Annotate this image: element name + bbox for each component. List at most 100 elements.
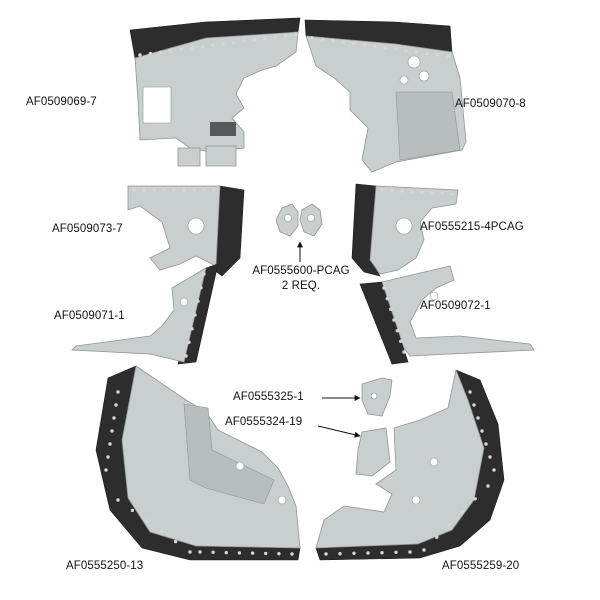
rivet xyxy=(173,539,178,544)
panel xyxy=(381,265,535,357)
label-af0555259-20: AF0555259-20 xyxy=(442,560,520,572)
rivet xyxy=(385,297,389,301)
rivet xyxy=(277,552,281,556)
rivet xyxy=(196,299,200,303)
rivet xyxy=(179,47,184,52)
rivet xyxy=(484,442,488,446)
rivet xyxy=(390,188,394,193)
hole xyxy=(395,217,413,235)
rivet xyxy=(211,550,215,554)
rivet xyxy=(394,47,398,51)
rivet xyxy=(446,54,450,58)
rivet-row xyxy=(380,188,454,196)
hole xyxy=(235,461,245,471)
rivet xyxy=(211,43,215,47)
rivet xyxy=(202,188,206,192)
hole xyxy=(399,75,409,85)
rivet xyxy=(435,535,439,539)
rivet xyxy=(152,188,156,192)
label-af0555600-pcag: AF0555600-PCAG xyxy=(252,265,350,277)
part-af0509069-7 xyxy=(129,17,301,167)
rivet xyxy=(389,307,393,311)
part-af0555215-4pcag xyxy=(351,183,459,277)
hole xyxy=(284,214,292,222)
rivet xyxy=(250,551,255,555)
rivet xyxy=(402,350,406,354)
rivet xyxy=(190,327,194,331)
tab xyxy=(177,147,201,167)
rivet xyxy=(447,522,452,527)
rivet xyxy=(132,188,136,192)
rivet xyxy=(116,390,120,394)
rivet xyxy=(202,272,206,276)
hole xyxy=(370,392,378,400)
hole xyxy=(429,457,439,467)
rivet xyxy=(104,468,108,472)
rivet xyxy=(380,188,384,192)
rivet xyxy=(486,484,490,488)
panel xyxy=(315,368,485,549)
rivet xyxy=(394,550,398,554)
rivet xyxy=(492,468,496,472)
part-af0555325-1 xyxy=(361,377,393,417)
rivet xyxy=(138,53,142,57)
rivet xyxy=(476,416,480,420)
hole xyxy=(407,55,421,69)
rivet-row xyxy=(324,550,412,556)
rivet xyxy=(440,191,444,196)
rivet xyxy=(488,455,492,459)
hole xyxy=(277,495,287,505)
rivet xyxy=(237,551,242,555)
rivet xyxy=(242,39,246,43)
rivet-row xyxy=(382,286,406,354)
rivet xyxy=(331,39,335,43)
label-af0555324-19: AF0555324-19 xyxy=(225,416,303,428)
label-af0509071-1: AF0509071-1 xyxy=(54,310,125,322)
rivet xyxy=(366,551,370,555)
rivet xyxy=(221,42,225,46)
rivet xyxy=(352,41,356,46)
rivet xyxy=(162,188,166,192)
part-af0555600-pcag xyxy=(275,203,323,237)
part-af0509070-8 xyxy=(304,19,467,173)
rivet xyxy=(468,390,472,394)
part-af0555259-20 xyxy=(315,368,505,561)
panel xyxy=(369,185,459,275)
rivet xyxy=(430,191,434,195)
hole xyxy=(187,217,205,235)
rivet xyxy=(200,44,205,49)
rivet xyxy=(172,188,176,192)
rivet xyxy=(410,190,414,194)
hole xyxy=(429,291,439,301)
rivet-row xyxy=(422,484,490,552)
rivet xyxy=(324,552,328,556)
rivet xyxy=(310,36,314,40)
rivet xyxy=(414,50,419,54)
rivet xyxy=(114,403,118,407)
rivet xyxy=(192,188,196,192)
rivet xyxy=(320,37,325,42)
label-af0555250-13: AF0555250-13 xyxy=(66,560,144,572)
rivet xyxy=(480,429,484,433)
rivet xyxy=(224,550,228,555)
rivet xyxy=(106,455,110,459)
rubber-strip xyxy=(359,281,409,365)
rivet xyxy=(142,188,146,192)
bracket xyxy=(355,427,391,477)
rivet-row xyxy=(138,32,298,57)
cutout xyxy=(142,86,172,124)
rivet-row xyxy=(184,272,206,358)
rivet xyxy=(435,52,440,57)
rivet xyxy=(425,51,429,55)
hole xyxy=(418,70,430,82)
part-af0509071-1 xyxy=(71,263,219,365)
rivet xyxy=(341,40,346,44)
label-af0555215-4pcag: AF0555215-4PCAG xyxy=(420,221,524,233)
rivet xyxy=(395,329,399,333)
rivet xyxy=(362,43,366,47)
rivet xyxy=(422,548,426,552)
rivet xyxy=(263,36,267,40)
rivet xyxy=(283,33,288,38)
rivet xyxy=(290,552,294,556)
